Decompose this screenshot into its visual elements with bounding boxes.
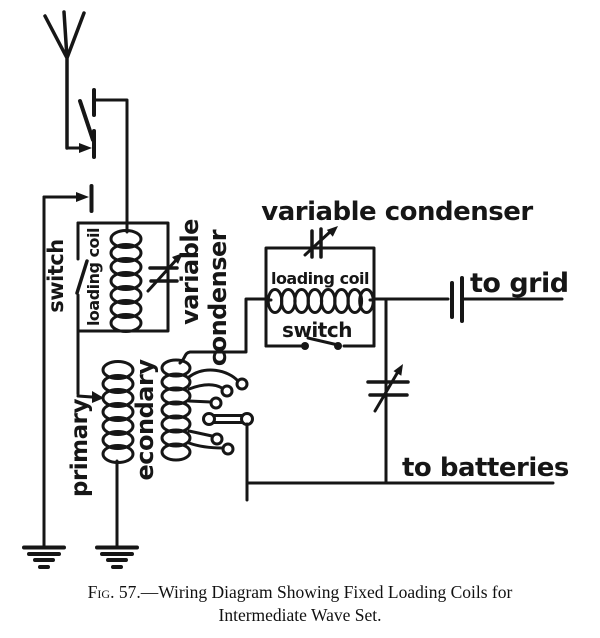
primary-coil-icon [101, 360, 135, 464]
to-batteries-label: to batteries [402, 453, 569, 483]
fig-number: Fig. [87, 582, 115, 602]
switch-contact-dot [301, 342, 309, 350]
loading-coil-right-icon [264, 288, 376, 314]
switch-left-label: switch [44, 239, 68, 313]
variable-condenser-left-label-line2: condenser [204, 229, 232, 366]
loading-coil-box-right [264, 226, 376, 350]
loading-coil-left-label: loading coil [84, 228, 103, 326]
antenna-icon [43, 10, 86, 150]
ground-icon-left [22, 195, 66, 569]
grid-capacitor-icon [372, 276, 564, 323]
shorting-switch-right-blade [306, 336, 340, 347]
loading-coil-right-label: loading coil [271, 269, 369, 288]
shorting-switch-left-blade [75, 259, 89, 295]
caption-line-1: Fig. 57.—Wiring Diagram Showing Fixed Lo… [87, 582, 513, 602]
figure-caption: Fig. 57.—Wiring Diagram Showing Fixed Lo… [0, 581, 600, 627]
selector-arm-icon [202, 412, 254, 502]
tap-selector-icon [187, 368, 254, 502]
ground-icon-right [95, 459, 139, 569]
primary-label: primary [67, 398, 93, 497]
to-grid-label: to grid [470, 268, 569, 299]
variable-condenser-top-icon [303, 226, 338, 259]
antenna-switch-icon [65, 88, 129, 225]
ground-switch-icon [42, 184, 94, 213]
switch-right-label: switch [282, 318, 352, 342]
variable-condenser-right-icon [366, 297, 410, 485]
secondary-coil-icon [160, 297, 268, 462]
variable-condenser-left-icon [146, 253, 183, 293]
caption-line-2: Intermediate Wave Set. [218, 605, 382, 626]
loading-coil-left-icon [109, 221, 143, 333]
loading-coil-box-left [75, 221, 183, 403]
variable-condenser-left-label-line1: variable [176, 219, 204, 325]
secondary-label: econdary [131, 359, 159, 481]
variable-condenser-top-label: variable condenser [261, 197, 533, 227]
